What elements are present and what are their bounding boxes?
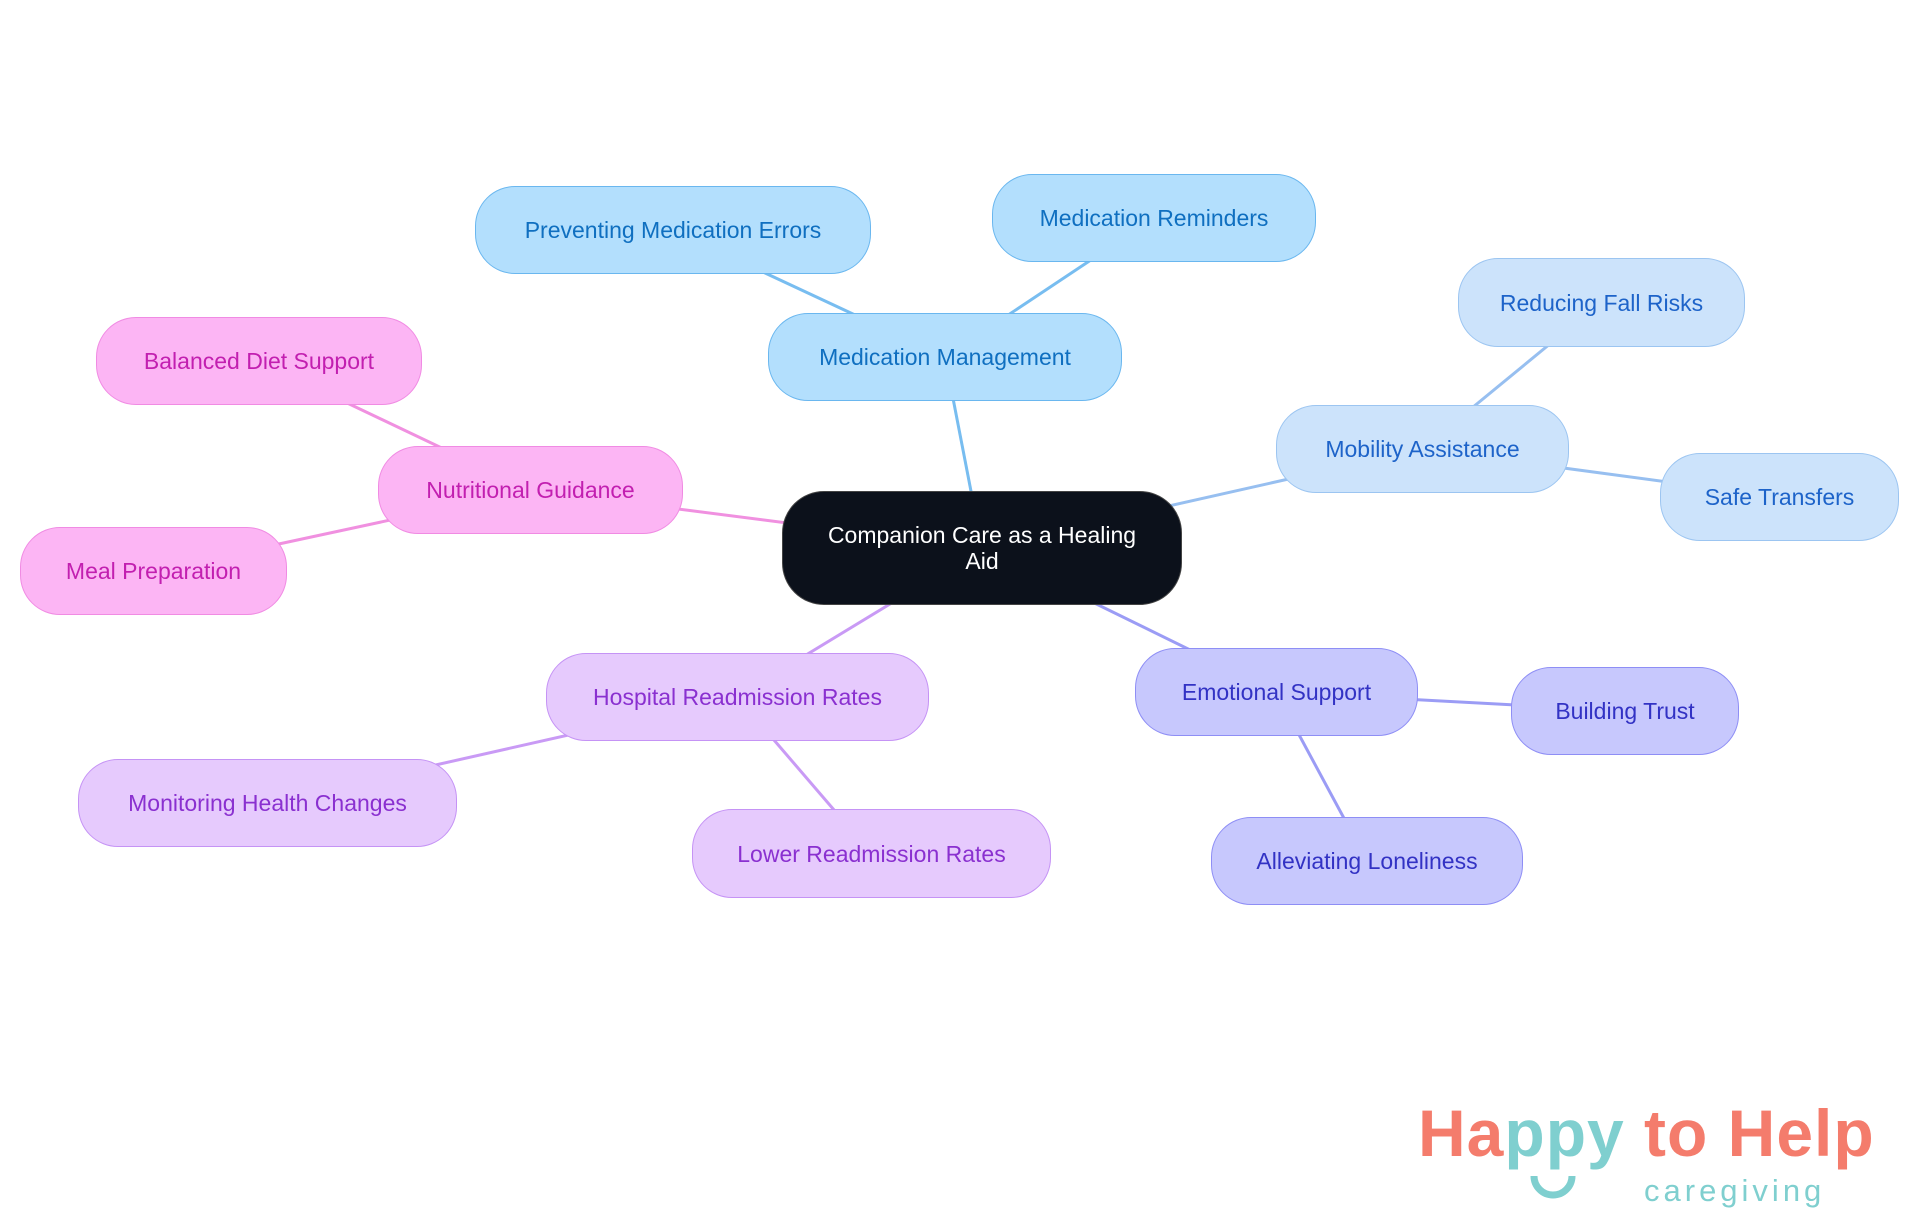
node-meal-preparation[interactable]: Meal Preparation <box>20 527 287 615</box>
node-reducing-fall-risks[interactable]: Reducing Fall Risks <box>1458 258 1745 347</box>
node-building-trust[interactable]: Building Trust <box>1511 667 1739 755</box>
node-lower-readmission-rates[interactable]: Lower Readmission Rates <box>692 809 1051 898</box>
logo-wordmark: Happy to Help <box>1418 1100 1875 1166</box>
smile-icon <box>1530 1175 1576 1199</box>
node-nutritional-guidance[interactable]: Nutritional Guidance <box>378 446 683 534</box>
node-medication-reminders[interactable]: Medication Reminders <box>992 174 1316 262</box>
logo-text-2: ppy <box>1504 1096 1625 1170</box>
node-monitoring-health-changes[interactable]: Monitoring Health Changes <box>78 759 457 847</box>
node-emotional-support[interactable]: Emotional Support <box>1135 648 1418 736</box>
happy-to-help-logo: Happy to Help caregiving <box>1418 1100 1888 1212</box>
root-node[interactable]: Companion Care as a Healing Aid <box>782 491 1182 605</box>
node-hospital-readmission-rates[interactable]: Hospital Readmission Rates <box>546 653 929 741</box>
node-balanced-diet-support[interactable]: Balanced Diet Support <box>96 317 422 405</box>
node-preventing-medication-errors[interactable]: Preventing Medication Errors <box>475 186 871 274</box>
logo-tagline: caregiving <box>1644 1173 1826 1208</box>
logo-text-3: to Help <box>1624 1096 1875 1170</box>
node-mobility-assistance[interactable]: Mobility Assistance <box>1276 405 1569 493</box>
node-medication-management[interactable]: Medication Management <box>768 313 1122 401</box>
node-alleviating-loneliness[interactable]: Alleviating Loneliness <box>1211 817 1523 905</box>
node-safe-transfers[interactable]: Safe Transfers <box>1660 453 1899 541</box>
logo-text-1: Ha <box>1418 1096 1505 1170</box>
